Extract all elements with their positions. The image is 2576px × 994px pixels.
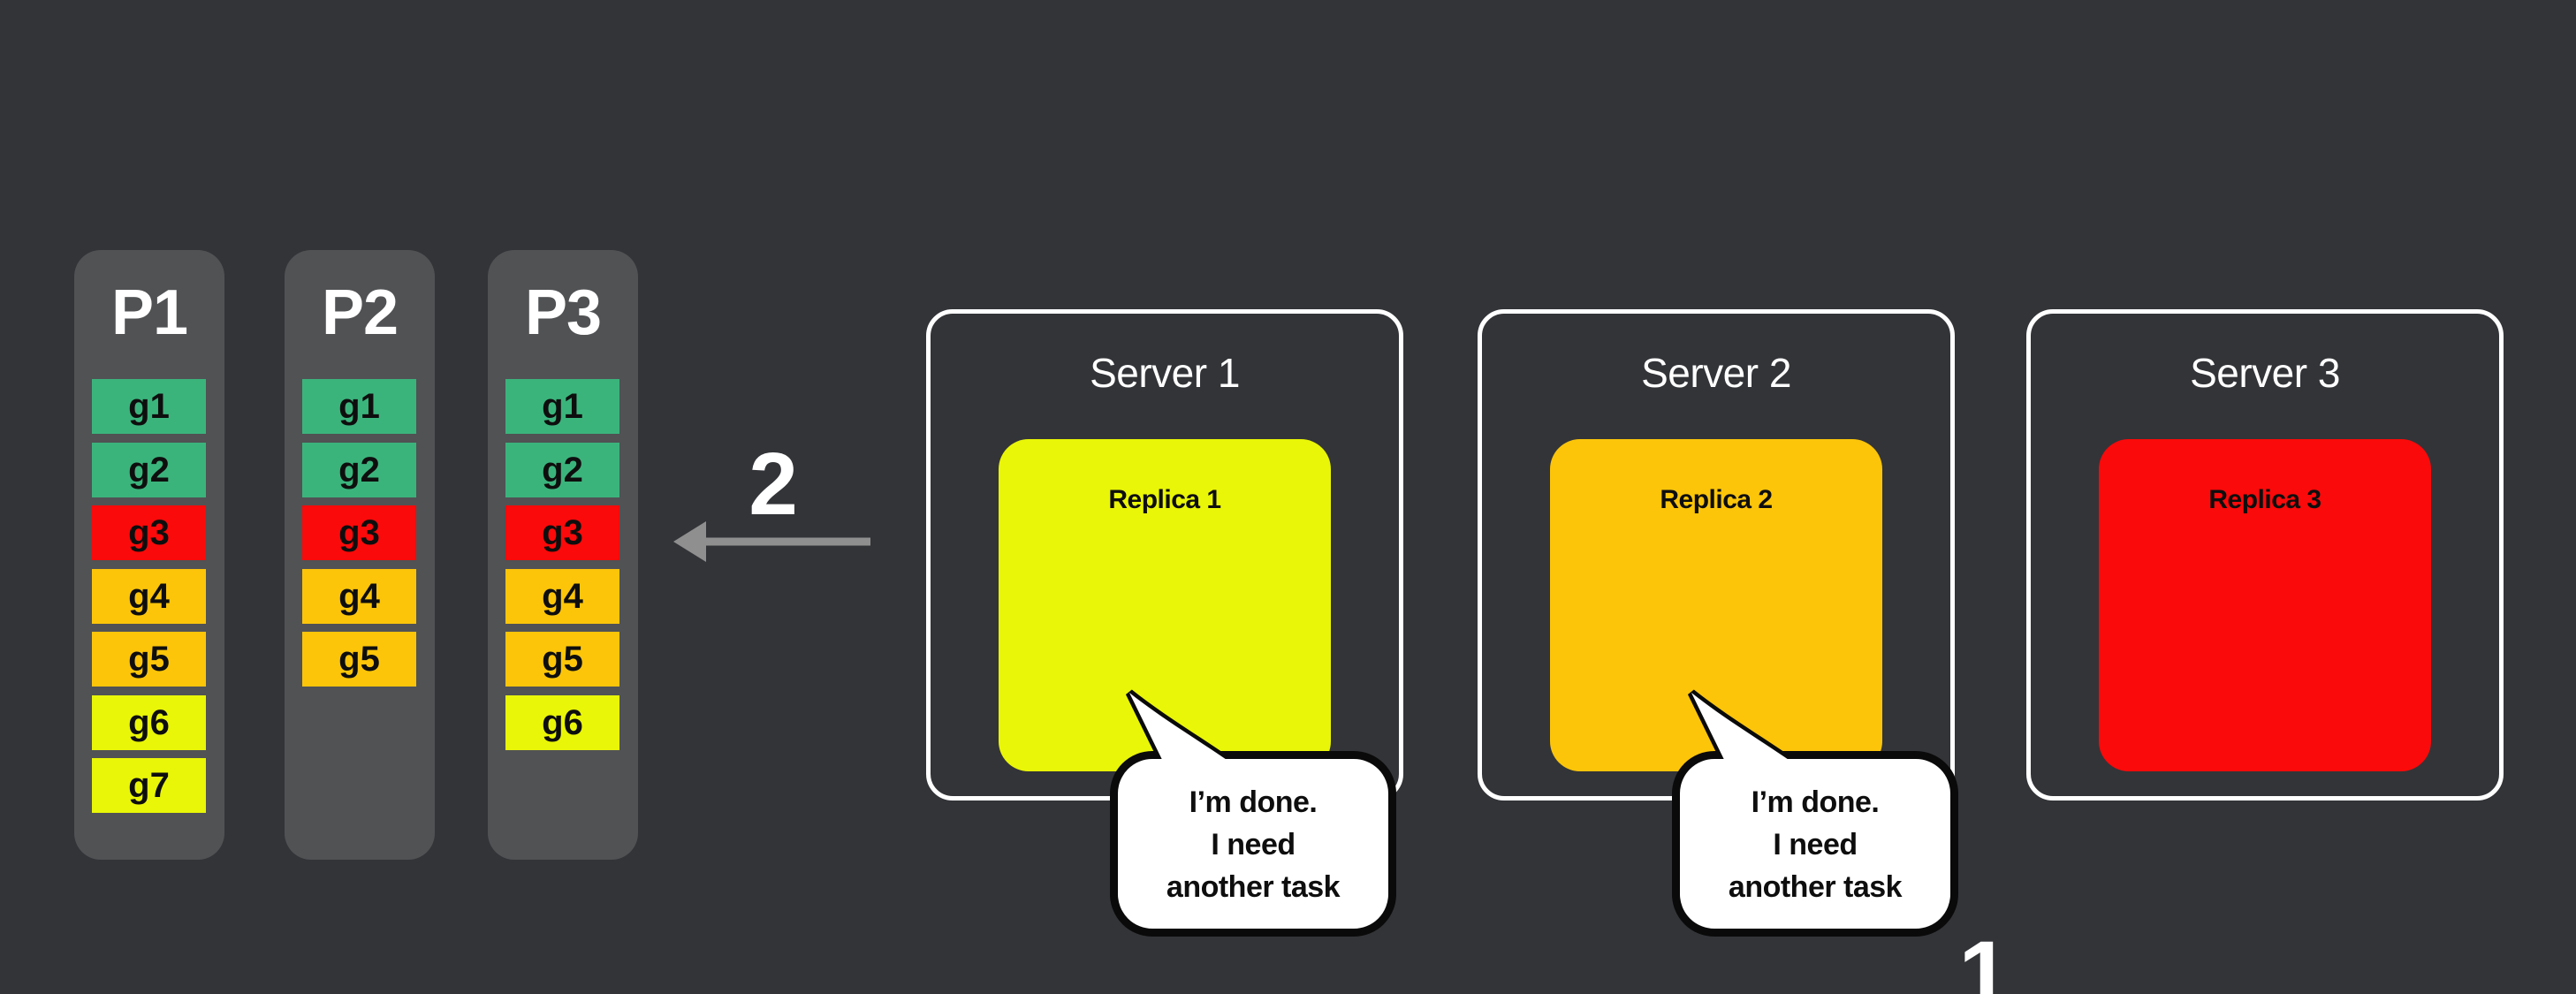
task-cell-g7: g7 <box>92 758 206 813</box>
task-cell-g2: g2 <box>92 443 206 497</box>
server-title: Server 1 <box>1090 350 1240 396</box>
task-cell-g6: g6 <box>92 695 206 750</box>
replica-1: Replica 1 <box>999 439 1331 771</box>
step-2-label: 2 <box>748 435 798 534</box>
partition-p1: P1 g1 g2 g3 g4 g5 g6 g7 <box>74 250 224 860</box>
replica-label: Replica 3 <box>2208 485 2321 514</box>
replica-2: Replica 2 <box>1550 439 1882 771</box>
task-cell-g4: g4 <box>505 569 619 624</box>
speech-line: another task <box>1728 870 1903 904</box>
server-title: Server 3 <box>2190 350 2340 396</box>
replica-label: Replica 2 <box>1660 485 1773 514</box>
speech-bubble-text: I’m done. I need another task <box>1118 781 1388 908</box>
speech-line: I’m done. <box>1751 785 1880 819</box>
partition-p3: P3 g1 g2 g3 g4 g5 g6 <box>488 250 638 860</box>
server-title: Server 2 <box>1641 350 1791 396</box>
server-box-2: Server 2 Replica 2 <box>1478 309 1955 801</box>
step-1-label: 1 <box>1958 922 2010 994</box>
partition-title: P2 <box>321 277 399 348</box>
server-box-3: Server 3 Replica 3 <box>2026 309 2504 801</box>
task-cell-g4: g4 <box>302 569 416 624</box>
server-box-1: Server 1 Replica 1 <box>926 309 1403 801</box>
task-cell-g4: g4 <box>92 569 206 624</box>
partition-title: P1 <box>110 277 188 348</box>
speech-line: I need <box>1211 828 1296 861</box>
speech-bubble-text: I’m done. I need another task <box>1680 781 1950 908</box>
speech-line: another task <box>1166 870 1341 904</box>
partition-p2: P2 g1 g2 g3 g4 g5 <box>285 250 435 860</box>
left-arrowhead-icon <box>673 521 706 562</box>
task-cell-g1: g1 <box>302 379 416 434</box>
task-cell-g2: g2 <box>302 443 416 497</box>
replica-label: Replica 1 <box>1108 485 1221 514</box>
task-cell-g1: g1 <box>92 379 206 434</box>
task-cell-g3: g3 <box>302 505 416 560</box>
task-cell-g3: g3 <box>505 505 619 560</box>
task-cell-g5: g5 <box>505 632 619 687</box>
speech-line: I’m done. <box>1189 785 1318 819</box>
replica-3: Replica 3 <box>2099 439 2431 771</box>
task-cell-g5: g5 <box>92 632 206 687</box>
task-cell-g2: g2 <box>505 443 619 497</box>
speech-bubble-server-1: I’m done. I need another task <box>1110 751 1396 937</box>
speech-bubble-server-2: I’m done. I need another task <box>1672 751 1958 937</box>
task-cell-g5: g5 <box>302 632 416 687</box>
speech-line: I need <box>1773 828 1858 861</box>
task-cell-g6: g6 <box>505 695 619 750</box>
task-cell-g3: g3 <box>92 505 206 560</box>
task-cell-g1: g1 <box>505 379 619 434</box>
partition-title: P3 <box>524 277 602 348</box>
